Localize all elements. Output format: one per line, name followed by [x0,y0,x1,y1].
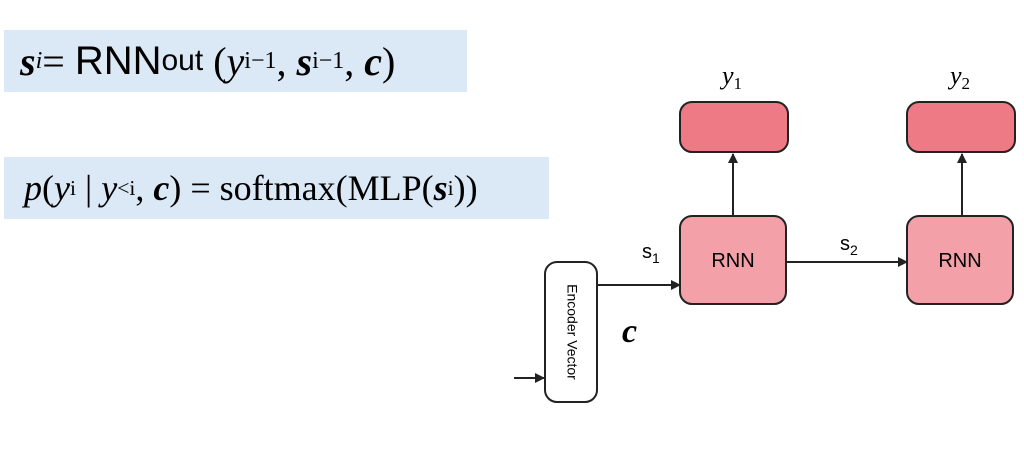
formula2-end: )) [453,168,478,208]
formula2-eq: = [190,168,211,208]
context-label: c [622,313,637,350]
output-label-2: y2 [947,61,970,93]
formula2-y: y [54,168,70,208]
formula1-eq: = [42,38,65,84]
encoder-vector-label: Encoder Vector [564,284,580,380]
rnn-cell-2 [906,215,1014,305]
state1-label: s1 [642,241,660,266]
formula1-s: s [20,38,36,84]
formula1-rnn: RNN [74,38,162,83]
formula2-p: p [24,168,42,208]
formula2-s-sub: i [447,175,454,200]
formula1-s2: s [296,38,313,84]
formula1-close: ) [382,38,396,84]
formula2-s: s [433,168,448,208]
state2-label: s2 [840,233,858,258]
rnn-cell-1-label: RNN [711,250,754,272]
formula1-y-sub: i−1 [244,47,277,74]
encoder-vector-box [544,261,598,403]
formula2-c: c [153,168,170,208]
formula1-s-sub: i [35,47,43,74]
formula2-open: ( [42,168,54,208]
formula1-c: c [364,38,383,84]
formula2-y2-sub: <i [117,175,136,200]
formula2-bar: | [84,168,93,208]
rnn-cell-2-label: RNN [938,250,981,272]
formula2-y2: y [101,168,118,208]
formula2-softmax: softmax( [219,168,348,208]
output-box-1 [679,101,789,153]
output-box-2 [906,101,1016,153]
formula2-y-sub: i [69,175,76,200]
formula1-comma2: , [344,38,355,84]
formula1-y: y [226,38,245,84]
formula1-open: ( [213,38,227,84]
formula1-rnn-sub: out [161,44,204,77]
formula1-comma1: , [276,38,287,84]
formula2-close: ) [169,168,182,208]
formula2-comma: , [135,168,145,208]
formula2-mlp: MLP( [347,168,434,208]
output-label-1: y1 [719,61,742,93]
formula1-s2-sub: i−1 [312,47,345,74]
